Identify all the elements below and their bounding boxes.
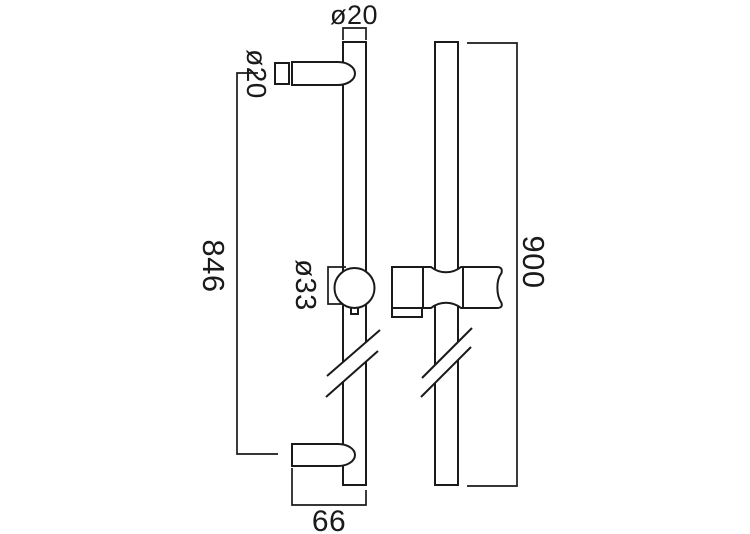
side-handset-holder — [462, 266, 503, 309]
pipe-break-front-upper-line — [326, 329, 381, 377]
front-rail-tube — [342, 41, 367, 486]
pipe-break-side — [420, 327, 473, 398]
front-top-arm — [291, 61, 356, 86]
pipe-break-side-upper-line — [421, 327, 473, 379]
dim-line-wall-projection — [291, 468, 367, 506]
side-slider-body — [422, 266, 464, 309]
front-bottom-arm — [291, 443, 356, 467]
dimension-lines — [236, 27, 518, 506]
pipe-break-side-lower-line — [420, 346, 472, 398]
dim-label-overall-length: 900 — [516, 235, 551, 288]
pipe-break-front — [325, 329, 381, 398]
dim-label-slider-diameter: ø33 — [289, 259, 321, 310]
pipe-break-front-lower-line — [325, 350, 379, 398]
dim-line-slider-diameter — [327, 266, 346, 305]
dim-line-fixing-centres — [236, 72, 278, 455]
dim-label-wall-projection: 66 — [312, 505, 346, 534]
side-lock-lever — [391, 307, 423, 318]
dim-line-rail-diameter — [342, 27, 367, 40]
side-rail-tube — [434, 41, 459, 486]
slider-knob — [333, 267, 376, 309]
side-wall-plate — [391, 266, 424, 309]
dim-label-rail-diameter: ø20 — [330, 0, 378, 30]
dim-label-arm-diameter: ø20 — [241, 49, 272, 99]
dim-line-overall-length — [467, 42, 518, 487]
front-top-wall-plate — [274, 62, 290, 85]
dimension-labels: ø20 ø20 846 ø33 66 900 — [196, 0, 551, 534]
pipe-break-side-gap — [421, 328, 472, 397]
dim-label-fixing-centres: 846 — [196, 239, 231, 292]
pipe-break-front-gap — [326, 330, 380, 397]
front-view — [274, 41, 381, 486]
side-view — [391, 41, 503, 486]
